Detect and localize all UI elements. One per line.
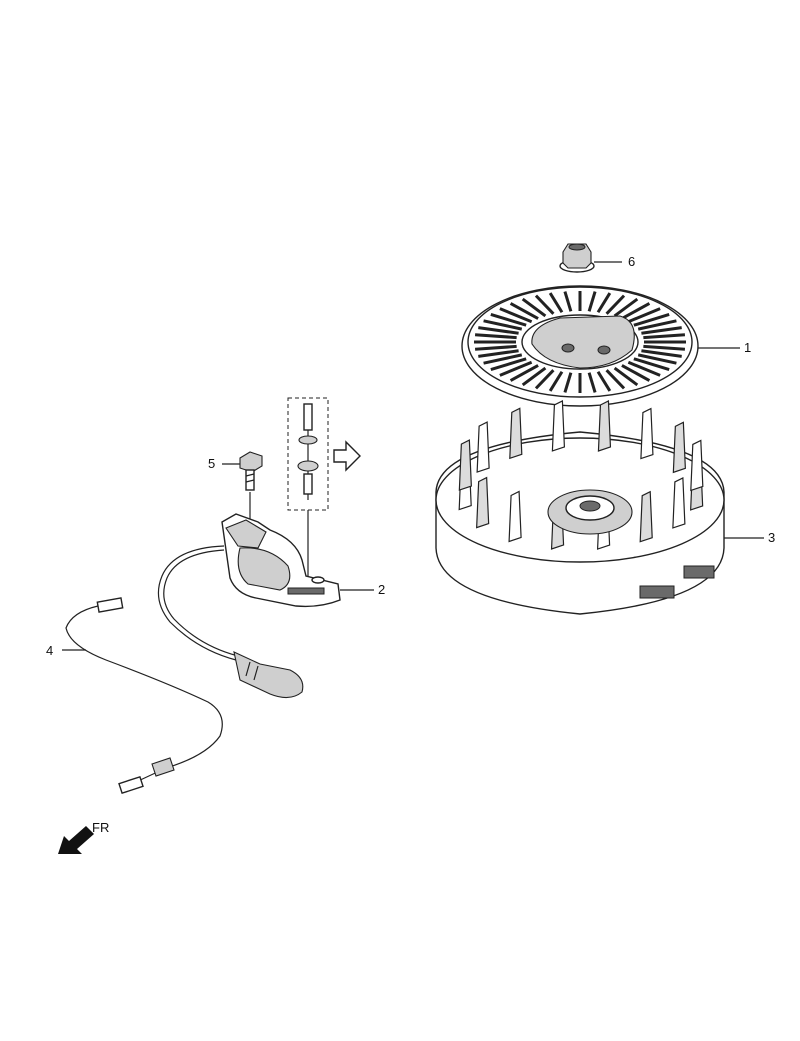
disc-slot [474, 344, 517, 351]
stop-switch-wire [65, 597, 223, 795]
disc-slot [621, 302, 651, 320]
arrow-down-left-icon [58, 826, 94, 854]
disc-slot [509, 302, 539, 320]
flywheel-fin [690, 439, 704, 492]
callout-6: 6 [628, 254, 635, 269]
disc-slot [521, 297, 547, 318]
disc-slot [637, 319, 677, 331]
cooling-fan-disc [461, 285, 699, 407]
disc-slot [627, 307, 661, 324]
disc-slot [633, 312, 670, 327]
disc-slot [587, 291, 597, 312]
disc-slot [613, 366, 639, 387]
disc-slot [633, 357, 670, 372]
flywheel-fin [458, 439, 472, 491]
disc-slot [621, 364, 651, 382]
hollow-arrow-right-icon [333, 440, 361, 472]
disc-slot [563, 291, 573, 312]
flywheel-fin [640, 407, 654, 460]
disc-slot [478, 326, 519, 335]
disc-slot [643, 344, 686, 351]
flywheel-fin [672, 476, 686, 529]
flywheel-fin [508, 490, 522, 543]
disc-slot [563, 372, 573, 393]
disc-slot [637, 353, 677, 365]
callout-1: 1 [744, 340, 751, 355]
disc-slots [474, 291, 686, 393]
disc-slot [534, 369, 555, 390]
disc-slot [490, 357, 527, 372]
callout-2: 2 [378, 582, 385, 597]
flywheel-fin [639, 490, 653, 543]
disc-slot [643, 333, 686, 340]
disc-slot [490, 312, 527, 327]
flywheel [435, 399, 725, 615]
ignition-coil [157, 513, 341, 699]
disc-slot [641, 349, 682, 358]
flange-nut [559, 243, 595, 273]
disc-slot [499, 360, 533, 377]
flywheel-fin [509, 407, 523, 460]
disc-slot [605, 369, 626, 390]
bolt [239, 451, 263, 520]
disc-slot [587, 372, 597, 393]
direction-label: FR [92, 820, 109, 835]
disc-slot [548, 370, 564, 392]
callout-3: 3 [768, 530, 775, 545]
flywheel-magnet [639, 585, 675, 599]
flywheel-fin [672, 421, 686, 474]
disc-slot [499, 307, 533, 324]
disc-slot [509, 364, 539, 382]
disc-slot [596, 370, 612, 392]
disc-slot [548, 292, 564, 314]
disc-slot [596, 292, 612, 314]
disc-slot [483, 353, 523, 365]
flywheel-magnet-2 [683, 565, 715, 579]
disc-slot [521, 366, 547, 387]
disc-slot [641, 326, 682, 335]
flywheel-fin [476, 421, 490, 473]
disc-slot [605, 294, 626, 315]
flywheel-fin [597, 400, 612, 452]
disc-slot [478, 349, 519, 358]
disc-slot [613, 297, 639, 318]
disc-slot [534, 294, 555, 315]
flywheel-fin [551, 399, 566, 452]
flywheel-fin [476, 476, 490, 529]
disc-slot [627, 360, 661, 377]
disc-slot [483, 319, 523, 331]
disc-slot [474, 333, 517, 340]
mounting-hardware-group [287, 397, 329, 580]
callout-5: 5 [208, 456, 215, 471]
callout-4: 4 [46, 643, 53, 658]
